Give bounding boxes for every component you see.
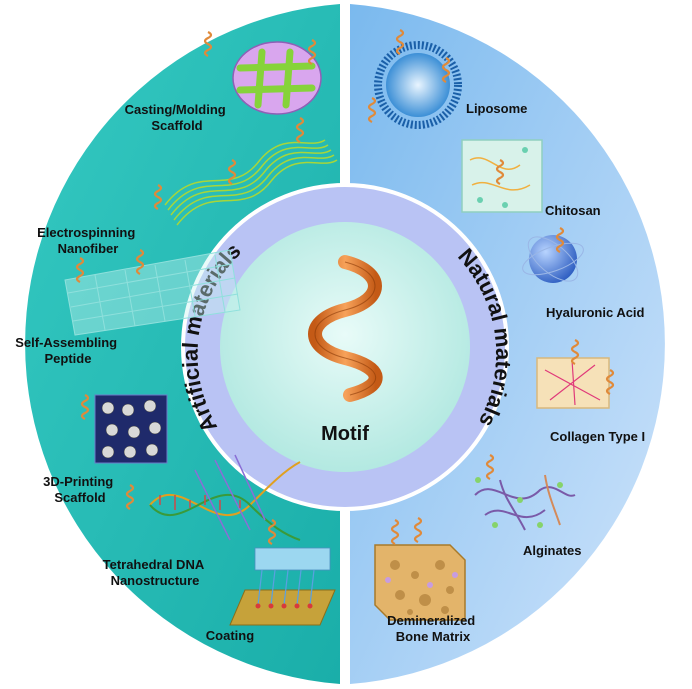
liposome-icon: [374, 41, 462, 129]
item-label: Alginates: [523, 543, 582, 558]
lattice-cube-icon: [94, 394, 168, 464]
dna-helix-icon: [149, 454, 301, 541]
item-label: Casting/Molding Scaffold: [125, 102, 230, 133]
grid-scaffold-icon: [232, 41, 322, 115]
item-label: Electrospinning Nanofiber: [37, 225, 139, 256]
item-label: Tetrahedral DNA Nanostructure: [103, 557, 208, 588]
bone-matrix-icon: [374, 544, 466, 621]
motif-helix-icon: [308, 255, 383, 402]
coated-plate-icon: [229, 547, 336, 626]
item-label: Liposome: [466, 101, 527, 116]
item-label: 3D-Printing Scaffold: [43, 474, 117, 505]
item-label: Coating: [206, 628, 254, 643]
polymer-network-icon: [474, 474, 576, 531]
center-label: Motif: [321, 423, 369, 445]
mesh-sheet-icon: [64, 249, 241, 336]
item-label: Self-Assembling Peptide: [15, 335, 120, 366]
inner-disk: [220, 222, 470, 472]
fiber-ribbon-icon: [164, 139, 338, 226]
item-label: Demineralized Bone Matrix: [387, 613, 479, 644]
sphere-icon: [522, 235, 584, 283]
collagen-block-icon: [536, 357, 610, 409]
item-label: Chitosan: [545, 203, 601, 218]
item-label: Hyaluronic Acid: [546, 305, 645, 320]
item-label: Collagen Type I: [550, 429, 645, 444]
